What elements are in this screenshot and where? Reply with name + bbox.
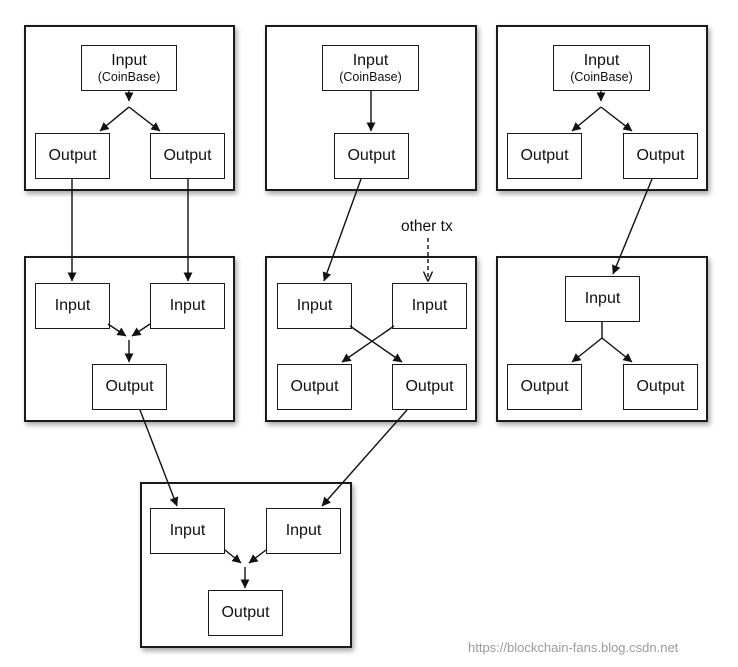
output-node: Output <box>208 590 283 636</box>
node-label: Input <box>583 51 620 69</box>
cross-arrow <box>349 325 403 363</box>
cross-arrow <box>341 325 395 363</box>
input-node: Input <box>266 508 341 554</box>
output-node: Output <box>392 364 467 410</box>
node-sublabel: (CoinBase) <box>97 70 161 84</box>
node-label: Output <box>105 377 154 395</box>
spend-arrow <box>612 178 653 275</box>
node-label: Input <box>296 296 333 314</box>
node-label: Output <box>520 146 569 164</box>
node-sublabel: (CoinBase) <box>570 70 633 84</box>
input-node: Input <box>277 283 352 329</box>
split-arrow <box>128 106 161 132</box>
node-label: Output <box>636 377 685 395</box>
input-node: Input <box>35 283 110 329</box>
input-node: Input <box>392 283 467 329</box>
node-label: Input <box>285 521 322 539</box>
output-node: Output <box>92 364 167 410</box>
spend-arrow <box>322 178 362 282</box>
node-label: Output <box>221 603 270 621</box>
spend-arrow <box>139 409 179 507</box>
node-label: Output <box>163 146 212 164</box>
spend-arrow <box>321 409 408 507</box>
node-label: Output <box>290 377 339 395</box>
output-node: Output <box>35 133 110 179</box>
node-label: Output <box>405 377 454 395</box>
split-arrow <box>601 337 633 363</box>
coinbase-input-node: Input (CoinBase) <box>553 45 650 91</box>
node-label: Output <box>48 146 97 164</box>
output-node: Output <box>334 133 409 179</box>
node-label: Input <box>584 289 621 307</box>
merge-arrow <box>131 323 151 337</box>
output-node: Output <box>623 133 698 179</box>
coinbase-input-node: Input (CoinBase) <box>81 45 177 91</box>
input-node: Input <box>565 276 640 322</box>
output-node: Output <box>507 364 582 410</box>
node-label: Output <box>636 146 685 164</box>
node-label: Input <box>169 296 206 314</box>
node-label: Output <box>520 377 569 395</box>
node-label: Input <box>352 51 389 69</box>
watermark: https://blockchain-fans.blog.csdn.net <box>468 640 679 655</box>
split-arrow <box>571 106 602 132</box>
input-node: Input <box>150 508 225 554</box>
merge-arrow <box>224 549 242 564</box>
input-node: Input <box>150 283 225 329</box>
output-node: Output <box>507 133 582 179</box>
node-label: Input <box>111 51 147 69</box>
split-arrow <box>571 337 603 363</box>
coinbase-input-node: Input (CoinBase) <box>322 45 419 91</box>
split-arrow <box>600 106 633 132</box>
node-label: Input <box>411 296 448 314</box>
node-sublabel: (CoinBase) <box>339 70 402 84</box>
node-label: Input <box>169 521 206 539</box>
node-label: Output <box>347 146 396 164</box>
merge-arrow <box>248 549 267 564</box>
split-arrow <box>99 106 130 132</box>
other-tx-label: other tx <box>401 218 453 235</box>
output-node: Output <box>623 364 698 410</box>
node-label: Input <box>54 296 91 314</box>
output-node: Output <box>150 133 225 179</box>
merge-arrow <box>107 323 127 337</box>
output-node: Output <box>277 364 352 410</box>
